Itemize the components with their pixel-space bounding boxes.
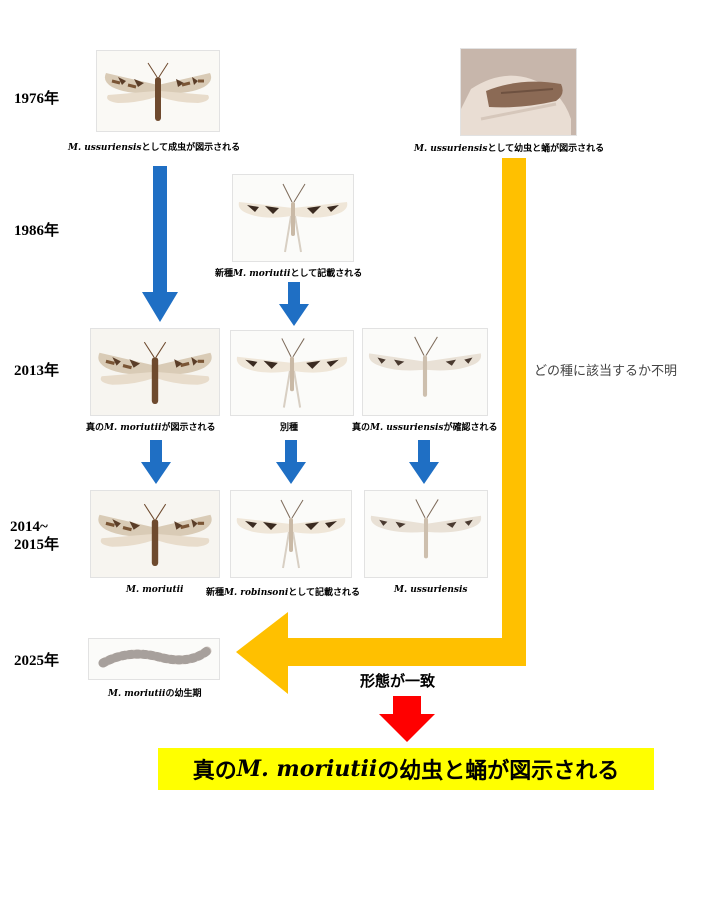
moth-photo-1986 [232, 174, 354, 262]
caption-2025: M. moriutiiの幼生期 [108, 689, 202, 699]
blue-arrow-1986-2013 [279, 282, 309, 326]
morphology-match-label: 形態が一致 [360, 672, 436, 690]
moth-photo-2014-a [90, 490, 220, 578]
blue-arrow-2013b [276, 440, 306, 484]
moth-photo-1976 [96, 50, 220, 132]
year-2013: 2013年 [14, 363, 60, 379]
year-2015: 2015年 [14, 537, 60, 553]
year-2025: 2025年 [14, 653, 60, 669]
caption-2014-b: 新種M. robinsoniとして記載される [206, 588, 361, 598]
larva-photo-2025 [88, 638, 220, 680]
caption-1976-larva: M. ussuriensisとして幼虫と蛹が図示される [414, 144, 605, 154]
year-1976: 1976年 [14, 91, 60, 107]
caption-1986: 新種M. moriutiiとして記載される [215, 269, 363, 279]
moth-photo-2013-a [90, 328, 220, 416]
year-2014: 2014~ [10, 519, 48, 535]
yellow-arrow [236, 158, 526, 694]
moth-photo-2013-c [362, 328, 488, 416]
caption-2014-a: M. moriutii [126, 585, 184, 595]
unknown-species-note: どの種に該当するか不明 [534, 364, 678, 379]
larva-pupa-photo-1976 [460, 48, 577, 136]
caption-2013-a: 真のM. moriutiiが図示される [86, 423, 216, 433]
moth-photo-2014-b [230, 490, 352, 578]
moth-photo-2014-c [364, 490, 488, 578]
caption-1976-adult: M. ussuriensisとして成虫が図示される [68, 143, 241, 153]
caption-2013-b: 別種 [280, 423, 299, 433]
caption-2014-c: M. ussuriensis [394, 585, 468, 595]
blue-arrow-1976-2013 [142, 166, 178, 322]
caption-2013-c: 真のM. ussuriensisが確認される [352, 423, 498, 433]
red-arrow [379, 696, 435, 742]
blue-arrow-2013a [141, 440, 171, 484]
year-1986: 1986年 [14, 223, 60, 239]
blue-arrow-2013c [409, 440, 439, 484]
moth-photo-2013-b [230, 330, 354, 416]
